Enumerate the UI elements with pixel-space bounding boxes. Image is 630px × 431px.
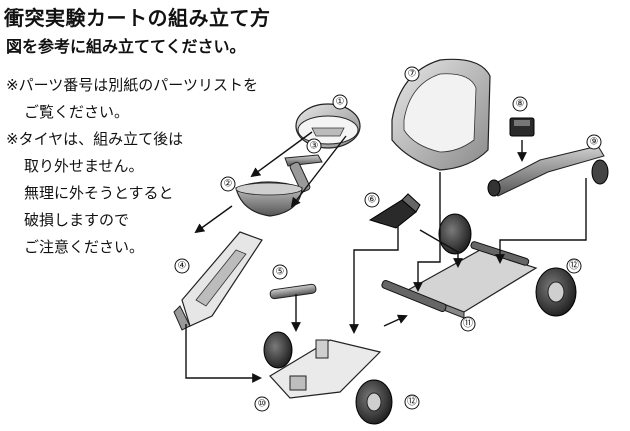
part-labels: ① ② ③ ④ ⑤ ⑥ ⑦ ⑧ ⑨ ⑩ ⑪ ⑫ ⑫ — [174, 66, 602, 412]
part-2-bowl — [235, 181, 303, 217]
part-8-block — [509, 117, 535, 137]
note-line: ※パーツ番号は別紙のパーツリストを — [6, 76, 258, 94]
note-line: 無理に外そうとすると — [24, 184, 174, 202]
label-part-3: ③ — [310, 141, 319, 152]
note-line: 破損しますので — [24, 211, 130, 229]
part-10-lower-frame — [269, 339, 382, 399]
label-part-2: ② — [224, 179, 233, 190]
part-9-lever — [487, 145, 609, 197]
part-1-top-shell — [295, 103, 361, 149]
label-part-4: ④ — [178, 261, 187, 272]
page-subtitle: 図を参考に組み立ててください。 — [6, 37, 246, 56]
part-3-post — [284, 154, 323, 193]
label-part-1: ① — [336, 97, 345, 108]
notes-block: ※パーツ番号は別紙のパーツリストを ご覧ください。 ※タイヤは、組み立て後は 取… — [6, 72, 258, 261]
label-part-10: ⑩ — [258, 399, 267, 410]
label-part-12-lower: ⑫ — [407, 396, 417, 408]
label-part-6: ⑥ — [368, 195, 377, 206]
page-title: 衝突実験カートの組み立て方 — [4, 6, 271, 30]
part-5-axle — [269, 283, 317, 300]
label-part-5: ⑤ — [276, 267, 285, 278]
note-line: ご覧ください。 — [24, 103, 130, 121]
label-part-7: ⑦ — [408, 69, 417, 80]
part-7-seat — [391, 58, 491, 171]
part-6-wedge — [368, 193, 421, 229]
note-line: 取り外せません。 — [24, 157, 144, 175]
label-part-9: ⑨ — [590, 137, 599, 148]
tire-group — [263, 213, 577, 425]
label-part-8: ⑧ — [516, 99, 525, 110]
note-line: ご注意ください。 — [24, 238, 145, 256]
note-line: ※タイヤは、組み立て後は — [6, 130, 184, 148]
part-4-frame — [173, 231, 263, 331]
label-part-12: ⑫ — [569, 260, 579, 272]
assembly-arrows — [185, 131, 587, 383]
label-part-11: ⑪ — [463, 318, 473, 330]
